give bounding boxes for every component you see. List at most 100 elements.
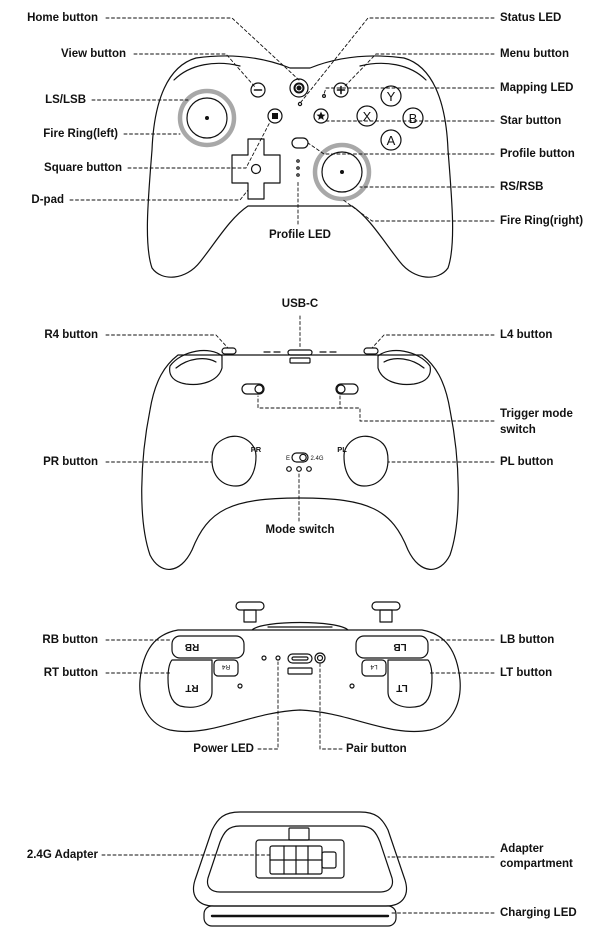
label-adapter-compartment-line1: Adapter <box>500 843 544 855</box>
front-right-shoulder <box>359 62 427 81</box>
status-led <box>297 101 303 107</box>
label-view-button: View button <box>61 48 126 60</box>
leader-fire-ring-right <box>341 198 495 222</box>
top-small-label <box>289 357 311 364</box>
back-usb-c-port <box>287 653 313 664</box>
pr-paddle[interactable] <box>211 435 257 487</box>
label-fire-ring-right: Fire Ring(right) <box>500 215 584 227</box>
l4-back-button[interactable] <box>361 659 387 677</box>
trigger-mode-switch-left-knob <box>254 384 264 394</box>
right-stick[interactable] <box>321 151 363 193</box>
label-rb-button: RB button <box>42 634 98 646</box>
lt-trigger[interactable] <box>387 659 433 708</box>
front-view <box>146 55 454 278</box>
profile-led-3 <box>296 173 300 177</box>
back-right-stick-top <box>371 601 401 611</box>
trigger-mode-switch-right[interactable] <box>335 383 359 395</box>
label-power-led: Power LED <box>193 743 254 755</box>
leader-menu-button <box>344 53 495 87</box>
label-ls-lsb: LS/LSB <box>45 94 86 106</box>
face-button-a[interactable] <box>380 129 402 151</box>
star-icon <box>316 111 326 120</box>
rb-bumper[interactable] <box>171 635 245 659</box>
back-l4-mark: L4 <box>370 663 378 670</box>
home-button[interactable] <box>289 78 309 98</box>
back-r4-mark: R4 <box>221 663 230 670</box>
mode-switch-knob <box>299 453 307 462</box>
dock-inner-shell <box>206 825 394 893</box>
mode-led-3 <box>306 466 312 472</box>
face-button-b[interactable] <box>402 107 424 129</box>
leader-profile-button <box>307 142 495 155</box>
label-menu-button: Menu button <box>500 48 569 60</box>
label-adapter-compartment-line2: compartment <box>500 858 573 870</box>
paddle-pl-mark: PL <box>337 445 347 454</box>
face-a-mark: A <box>387 133 396 148</box>
l4-button[interactable] <box>363 347 379 355</box>
left-stick[interactable] <box>186 97 228 139</box>
dock-connector <box>288 827 310 841</box>
trigger-mode-switch-right-knob <box>336 384 346 394</box>
label-star-button: Star button <box>500 115 562 127</box>
fire-ring-right <box>312 142 372 202</box>
adapter-plug <box>321 851 337 869</box>
dock-base <box>203 905 397 927</box>
square-icon <box>272 113 278 119</box>
r4-back-button[interactable] <box>213 659 239 677</box>
face-button-x[interactable] <box>356 105 378 127</box>
profile-led-2 <box>296 166 300 170</box>
pair-button[interactable] <box>314 652 326 664</box>
d-pad[interactable] <box>231 138 281 200</box>
leader-status-led <box>300 17 495 103</box>
label-d-pad: D-pad <box>31 194 64 206</box>
mode-led-2 <box>296 466 302 472</box>
r4-button[interactable] <box>221 347 237 355</box>
square-button[interactable] <box>267 108 283 124</box>
top-right-trigger <box>377 349 431 386</box>
top-view <box>141 347 459 570</box>
pair-button-inner <box>316 654 324 662</box>
star-button[interactable] <box>313 108 329 124</box>
face-y-mark: Y <box>387 89 396 104</box>
leader-r4-button <box>105 334 229 349</box>
profile-button[interactable] <box>291 137 309 149</box>
leader-l4-button <box>371 334 495 349</box>
menu-button[interactable] <box>333 82 349 98</box>
view-button[interactable] <box>250 82 266 98</box>
pl-paddle[interactable] <box>343 435 389 487</box>
label-pair-button: Pair button <box>346 743 407 755</box>
profile-led-1 <box>296 159 300 163</box>
label-fire-ring-left: Fire Ring(left) <box>43 128 118 140</box>
leader-trigger-mode-switch <box>339 395 495 422</box>
rt-trigger[interactable] <box>167 659 213 708</box>
usb-c-port <box>287 349 313 356</box>
face-button-y[interactable] <box>380 85 402 107</box>
back-led-left <box>261 655 267 661</box>
back-controller-body <box>139 629 461 733</box>
label-lb-button: LB button <box>500 634 555 646</box>
mode-switch[interactable] <box>291 452 309 463</box>
top-left-trigger-inner <box>175 358 217 369</box>
label-l4-button: L4 button <box>500 329 553 341</box>
leader-d-pad <box>69 189 249 201</box>
back-usb-c-port-inner <box>291 656 309 661</box>
leader-home-button <box>105 17 300 81</box>
lb-bumper[interactable] <box>355 635 429 659</box>
label-profile-led: Profile LED <box>269 229 331 241</box>
label-adapter-2-4g: 2.4G Adapter <box>26 849 98 861</box>
home-logo-icon <box>295 84 303 92</box>
leader-power-led <box>257 661 279 750</box>
back-view <box>139 601 461 733</box>
leader-trigger-mode-switch-left <box>257 395 341 409</box>
label-pl-button: PL button <box>500 456 554 468</box>
trigger-mode-switch-left[interactable] <box>241 383 265 395</box>
back-right-stick-shaft <box>379 609 393 623</box>
mapping-led <box>322 93 327 98</box>
back-screw-right <box>349 683 355 689</box>
power-led <box>275 655 281 661</box>
label-mapping-led: Mapping LED <box>500 82 574 94</box>
leader-mapping-led <box>323 87 495 95</box>
d-pad-center <box>250 163 262 175</box>
back-small-label <box>287 667 313 675</box>
